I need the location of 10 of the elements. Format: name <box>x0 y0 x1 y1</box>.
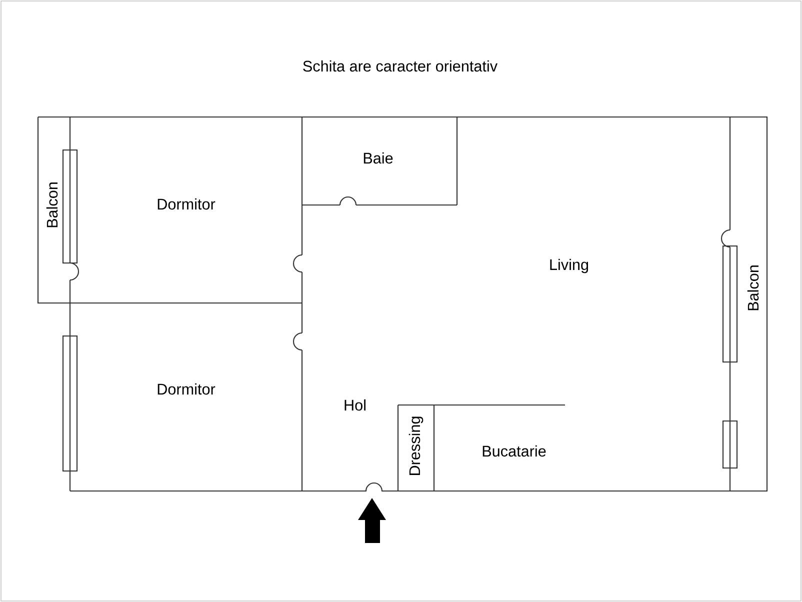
room-label: Dressing <box>408 416 424 475</box>
room-label: Baie <box>364 152 393 164</box>
room-label: Dormitor <box>158 383 216 395</box>
room-label: Balcon <box>46 182 58 228</box>
room-label: Living <box>550 258 588 274</box>
room-label: Dormitor <box>158 198 216 210</box>
room-label: Balcon <box>747 266 759 310</box>
room-label: Hol <box>344 399 366 411</box>
title: Schita are caracter orientativ <box>303 60 498 72</box>
room-label: Bucatarie <box>482 445 546 457</box>
